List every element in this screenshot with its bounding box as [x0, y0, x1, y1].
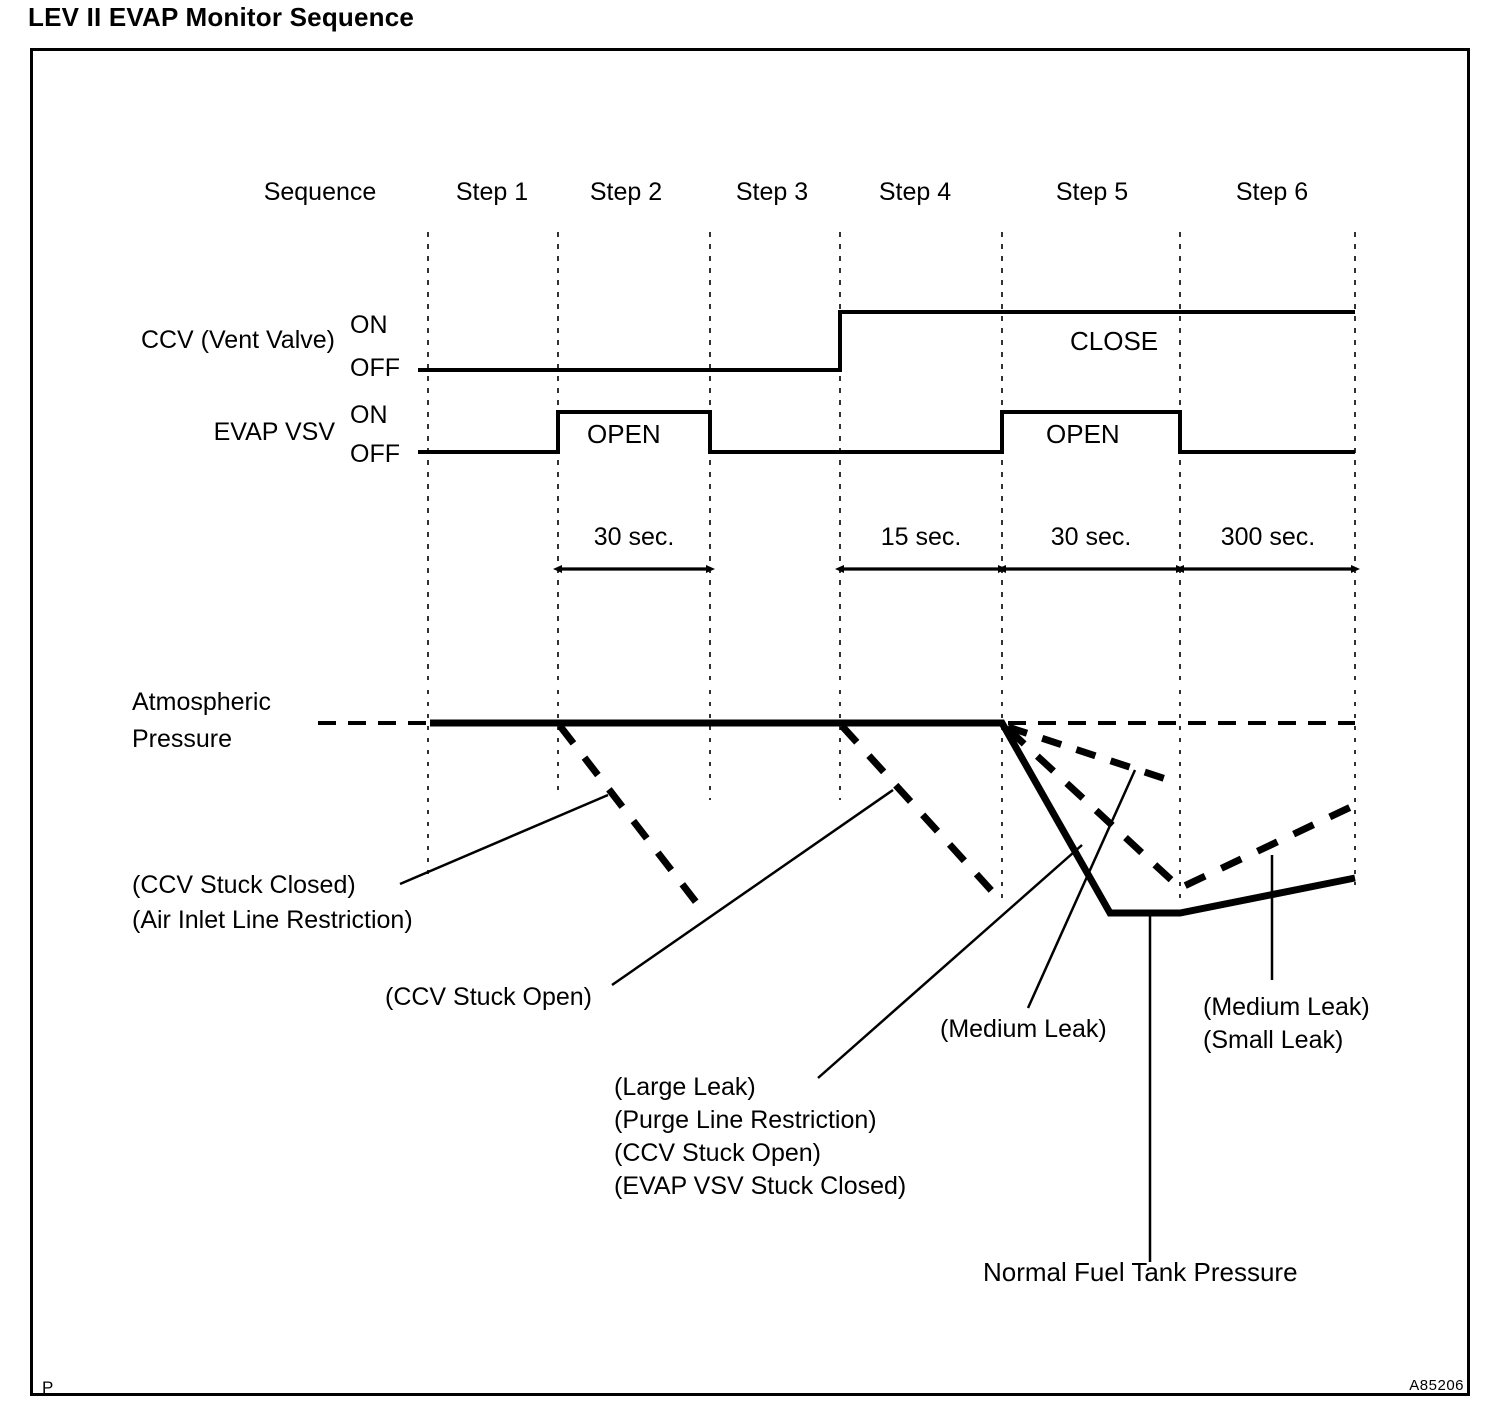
curve-medium-leak-shallow: [1006, 723, 1180, 787]
page-title: LEV II EVAP Monitor Sequence: [28, 2, 415, 32]
annotation-medium-leak: (Medium Leak): [940, 1015, 1107, 1043]
evap-on-label: ON: [350, 401, 388, 429]
step-gridlines: [427, 232, 1356, 680]
evap-state-label-open-1: OPEN: [587, 419, 661, 449]
corner-mark: P: [42, 1378, 54, 1397]
step-header-5: Step 5: [1056, 178, 1128, 206]
annotation-large-leak-line2: (Purge Line Restriction): [614, 1106, 877, 1134]
annotation-ccv-stuck-open: (CCV Stuck Open): [385, 983, 592, 1011]
annotation-ccv-stuck-closed-line1: (CCV Stuck Closed): [132, 871, 356, 899]
annotation-large-leak-line1: (Large Leak): [614, 1073, 756, 1101]
curve-ccv-stuck-closed: [557, 723, 709, 918]
ccv-off-label: OFF: [350, 354, 400, 382]
leader-large-leak: [817, 844, 1083, 1079]
leader-medium-leak: [1026, 769, 1137, 1009]
step-header-3: Step 3: [736, 178, 808, 206]
atmospheric-pressure-label-line2: Pressure: [132, 725, 232, 753]
leader-ccv-stuck-open: [611, 788, 894, 987]
atmospheric-pressure-label-line1: Atmospheric: [132, 688, 271, 716]
evap-state-label-open-2: OPEN: [1046, 419, 1120, 449]
step-header-4: Step 4: [879, 178, 951, 206]
curve-large-leak: [839, 723, 1003, 903]
normal-fuel-tank-pressure-curve: [430, 719, 1356, 917]
figure-code: A85206: [1409, 1377, 1464, 1394]
duration-label-30sec-step2: 30 sec.: [594, 523, 675, 551]
annotation-ccv-stuck-closed-line2: (Air Inlet Line Restriction): [132, 906, 413, 934]
annotation-large-leak-line4: (EVAP VSV Stuck Closed): [614, 1172, 906, 1200]
duration-label-300sec-step6: 300 sec.: [1221, 523, 1316, 551]
ccv-on-label: ON: [350, 311, 388, 339]
duration-label-15sec-step4: 15 sec.: [881, 523, 962, 551]
evap-off-label: OFF: [350, 440, 400, 468]
annotation-medium-small-leak-line2: (Small Leak): [1203, 1026, 1343, 1054]
curve-medium-small-leak: [1005, 726, 1357, 893]
signal-label-evap-vsv: EVAP VSV: [214, 418, 336, 446]
signal-label-ccv: CCV (Vent Valve): [141, 326, 335, 354]
step-header-2: Step 2: [590, 178, 662, 206]
step-gridlines-lower: [427, 690, 1356, 905]
ccv-waveform: [418, 310, 1355, 372]
step-header-6: Step 6: [1236, 178, 1308, 206]
step-header-1: Step 1: [456, 178, 528, 206]
annotation-normal-fuel-tank-pressure: Normal Fuel Tank Pressure: [983, 1257, 1298, 1287]
annotation-large-leak-line3: (CCV Stuck Open): [614, 1139, 821, 1167]
sequence-header-label: Sequence: [264, 178, 377, 206]
leader-ccv-stuck-closed: [399, 793, 609, 886]
evap-vsv-waveform: [418, 410, 1355, 454]
annotation-medium-small-leak-line1: (Medium Leak): [1203, 993, 1370, 1021]
ccv-state-label-close: CLOSE: [1070, 326, 1158, 356]
duration-label-30sec-step5: 30 sec.: [1051, 523, 1132, 551]
